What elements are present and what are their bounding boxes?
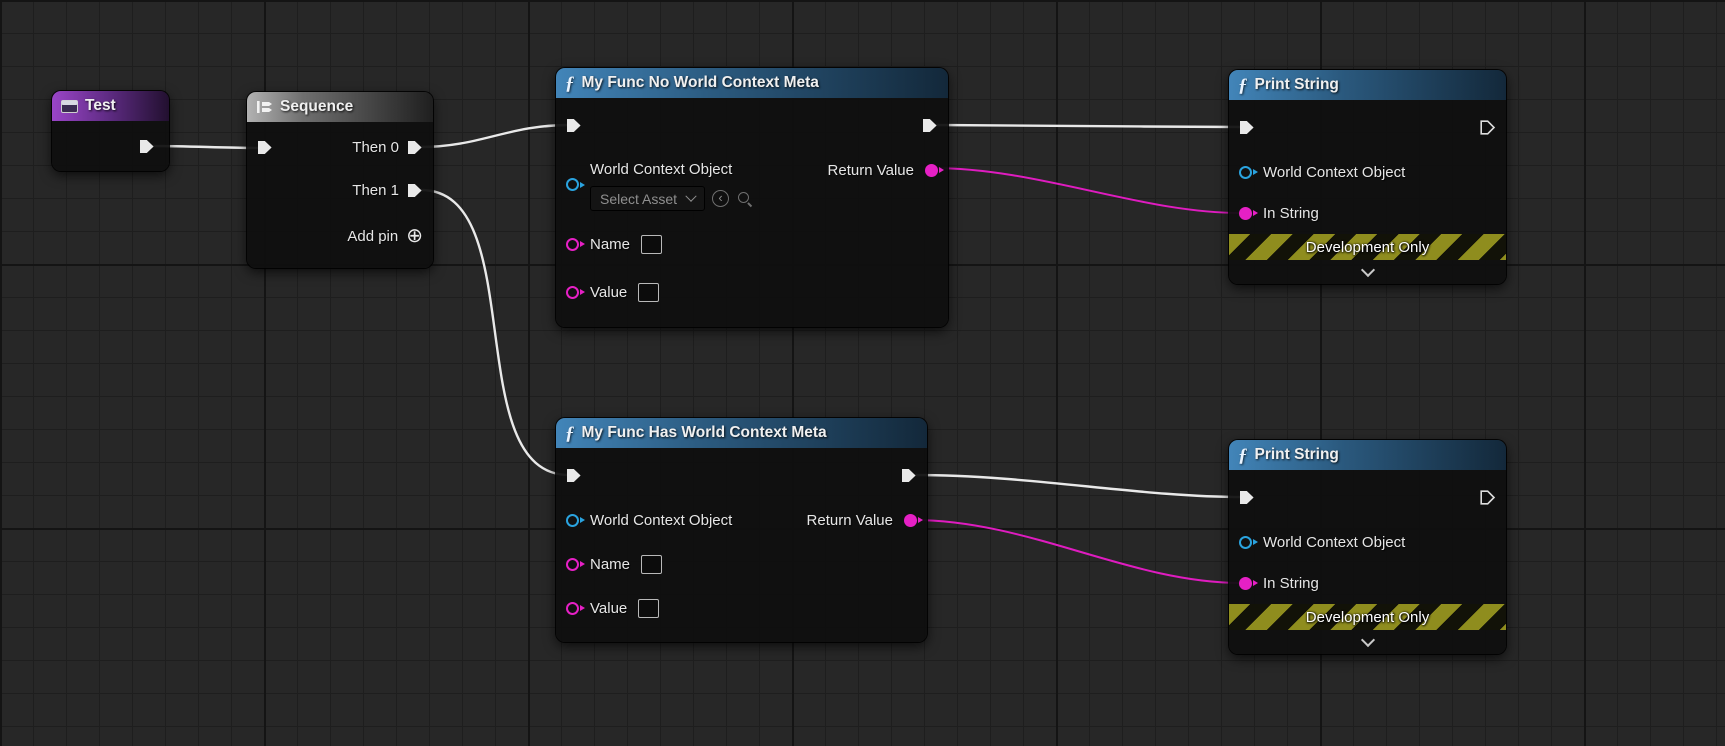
node-title: Test <box>85 97 116 114</box>
name-pin[interactable] <box>566 237 579 251</box>
wire-data-func2-return-to-print2-instring[interactable] <box>912 519 1242 584</box>
pin-label-in-string: In String <box>1263 204 1319 222</box>
function-icon: ƒ <box>565 72 575 94</box>
pin-label-value: Value <box>590 283 628 301</box>
pin-label-world-context-object: World Context Object <box>1263 533 1406 551</box>
node-header[interactable]: ƒ My Func Has World Context Meta <box>556 418 927 448</box>
pin-label-name: Name <box>590 235 631 253</box>
wire-exec-then0-to-func1[interactable] <box>420 123 570 149</box>
expand-node-button[interactable] <box>1229 260 1506 284</box>
development-only-banner: Development Only <box>1229 604 1506 630</box>
node-test[interactable]: Test <box>52 91 169 171</box>
select-asset-dropdown[interactable]: Select Asset <box>590 186 706 211</box>
widget-blueprint-icon <box>61 99 78 113</box>
development-only-banner: Development Only <box>1229 234 1506 260</box>
pin-label-world-context-object: World Context Object <box>590 511 733 529</box>
pin-label-world-context-object: World Context Object <box>1263 163 1406 181</box>
node-my-func-no-world-context-meta[interactable]: ƒ My Func No World Context Meta World Co… <box>556 68 948 327</box>
add-pin-label: Add pin <box>347 227 399 245</box>
exec-out-pin-then1[interactable] <box>407 183 423 198</box>
pin-label-then1: Then 1 <box>352 181 399 199</box>
return-value-pin[interactable] <box>904 513 917 527</box>
wire-exec-func2-to-print2[interactable] <box>914 473 1243 499</box>
node-title: Print String <box>1254 76 1339 93</box>
world-context-object-pin[interactable] <box>566 513 579 527</box>
name-pin[interactable] <box>566 557 579 571</box>
node-title: My Func No World Context Meta <box>581 74 819 91</box>
add-pin-button[interactable]: Add pin ⊕ <box>347 226 423 246</box>
in-string-pin[interactable] <box>1239 206 1252 220</box>
world-context-object-pin[interactable] <box>1239 535 1252 549</box>
node-print-string-top[interactable]: ƒ Print String World Context Object <box>1229 70 1506 284</box>
node-header[interactable]: ƒ Print String <box>1229 440 1506 470</box>
wire-exec-then1-to-func2[interactable] <box>420 188 570 477</box>
node-header[interactable]: ƒ My Func No World Context Meta <box>556 68 948 98</box>
function-icon: ƒ <box>1238 444 1248 466</box>
world-context-object-pin[interactable] <box>566 178 579 191</box>
select-asset-label: Select Asset <box>600 190 678 207</box>
value-default-value-box[interactable] <box>638 598 660 618</box>
name-default-value-box[interactable] <box>641 554 663 574</box>
expand-node-button[interactable] <box>1229 630 1506 654</box>
node-title: My Func Has World Context Meta <box>581 424 827 441</box>
plus-circle-icon: ⊕ <box>406 225 423 247</box>
exec-in-pin[interactable] <box>257 140 273 155</box>
exec-out-pin[interactable] <box>901 468 917 483</box>
value-default-value-box[interactable] <box>638 282 660 302</box>
chevron-down-icon <box>1360 262 1375 278</box>
chevron-down-icon <box>1360 632 1375 648</box>
pin-label-in-string: In String <box>1263 574 1319 592</box>
exec-out-pin[interactable] <box>139 139 155 154</box>
exec-out-pin-then0[interactable] <box>407 140 423 155</box>
wire-data-func1-return-to-print1-instring[interactable] <box>931 167 1242 214</box>
node-header[interactable]: ƒ Print String <box>1229 70 1506 100</box>
world-context-object-pin[interactable] <box>1239 165 1252 179</box>
exec-out-pin[interactable] <box>922 118 938 133</box>
development-only-label: Development Only <box>1305 608 1430 626</box>
function-icon: ƒ <box>565 422 575 444</box>
return-value-pin[interactable] <box>925 163 938 177</box>
exec-out-pin[interactable] <box>1480 119 1496 135</box>
chevron-down-icon <box>685 190 697 202</box>
exec-in-pin[interactable] <box>1239 120 1255 135</box>
pin-label-name: Name <box>590 555 631 573</box>
pin-label-return-value: Return Value <box>806 511 893 529</box>
node-print-string-bottom[interactable]: ƒ Print String World Context Object <box>1229 440 1506 654</box>
wire-exec-test-to-sequence[interactable] <box>152 144 262 150</box>
node-header[interactable]: Test <box>52 91 169 121</box>
use-selected-asset-icon[interactable]: ‹ <box>712 190 730 207</box>
wire-exec-func1-to-print1[interactable] <box>935 123 1243 129</box>
value-pin[interactable] <box>566 285 579 299</box>
node-title: Print String <box>1254 446 1339 463</box>
exec-in-pin[interactable] <box>566 118 582 133</box>
exec-in-pin[interactable] <box>1239 490 1255 505</box>
sequence-icon <box>257 101 272 113</box>
value-pin[interactable] <box>566 601 579 615</box>
node-my-func-has-world-context-meta[interactable]: ƒ My Func Has World Context Meta World C… <box>556 418 927 642</box>
exec-out-pin[interactable] <box>1480 489 1496 505</box>
pin-label-world-context-object: World Context Object <box>590 161 733 178</box>
pin-label-then0: Then 0 <box>352 138 399 156</box>
in-string-pin[interactable] <box>1239 576 1252 590</box>
name-default-value-box[interactable] <box>641 234 663 254</box>
pin-label-return-value: Return Value <box>827 161 914 179</box>
node-title: Sequence <box>280 98 354 115</box>
browse-asset-icon[interactable] <box>736 190 753 207</box>
node-sequence[interactable]: Sequence Then 0 Then 1 <box>247 92 433 268</box>
function-icon: ƒ <box>1238 74 1248 96</box>
pin-label-value: Value <box>590 599 628 617</box>
node-header[interactable]: Sequence <box>247 92 433 122</box>
development-only-label: Development Only <box>1305 238 1430 256</box>
exec-in-pin[interactable] <box>566 468 582 483</box>
